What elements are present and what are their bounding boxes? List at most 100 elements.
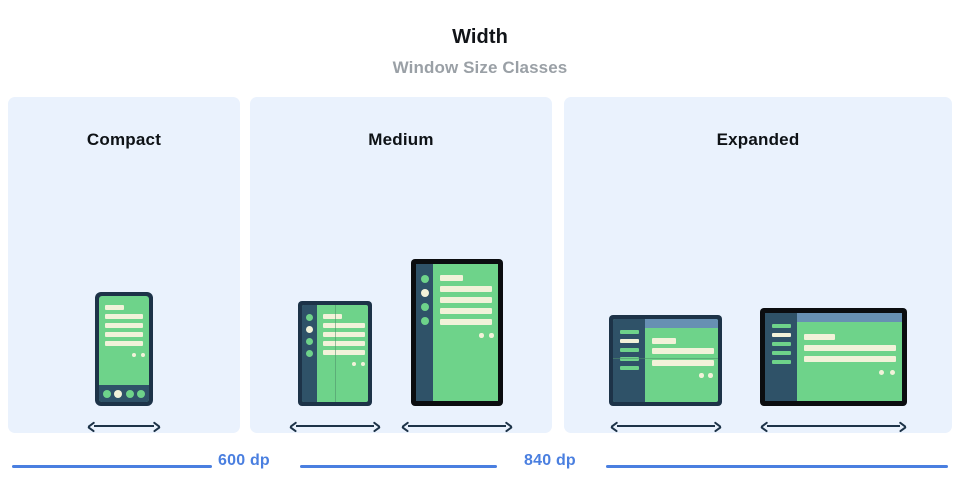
scale-segment-medium-left (300, 465, 497, 468)
content-line (105, 341, 143, 346)
content-line (105, 332, 143, 337)
foldable-screen (613, 319, 718, 402)
content-line (323, 350, 365, 355)
rail-item (306, 338, 313, 345)
device-stage-medium (250, 183, 552, 433)
rail-item (619, 366, 639, 370)
fab-dot (361, 362, 365, 366)
rail-item (771, 351, 791, 355)
page-subtitle: Window Size Classes (392, 58, 568, 77)
tablet-screen (416, 264, 498, 401)
panel-medium: Medium (250, 97, 552, 433)
phone-screen (99, 296, 149, 402)
device-foldable-landscape (609, 315, 722, 406)
rail-item-selected (420, 289, 429, 297)
content-line (440, 286, 492, 292)
rail-item (771, 324, 791, 328)
tablet-screen (765, 313, 902, 401)
top-app-bar (797, 313, 902, 322)
rail-item (420, 275, 429, 283)
content-line (804, 334, 835, 340)
rail-item (619, 357, 639, 361)
content-line (323, 314, 342, 319)
bottom-nav-item-selected (114, 389, 123, 398)
bottom-nav-item (125, 389, 134, 398)
panel-title-compact: Compact (86, 130, 162, 149)
width-arrow-foldable-landscape (611, 419, 721, 433)
device-group-tablet-landscape (760, 308, 907, 433)
content-line (323, 341, 365, 346)
navigation-rail (613, 319, 645, 402)
top-app-bar (645, 319, 718, 328)
fab-dot (890, 370, 895, 375)
page-title: Width (452, 26, 508, 48)
rail-item (306, 314, 313, 321)
fab-dot (132, 353, 136, 357)
width-arrow-compact (88, 419, 160, 433)
device-phone-portrait (95, 292, 153, 406)
navigation-rail (416, 264, 433, 401)
bottom-nav-item (102, 389, 111, 398)
content-line (323, 332, 365, 337)
device-group-foldable-portrait (290, 301, 380, 433)
rail-item (771, 360, 791, 364)
arrow-shaft (408, 425, 506, 427)
fab-dot (708, 373, 713, 378)
size-class-panels: Compact (0, 97, 960, 433)
panel-expanded: Expanded (564, 97, 952, 433)
rail-item-selected (619, 339, 639, 343)
rail-item-selected (771, 333, 791, 337)
arrow-shaft (296, 425, 374, 427)
fab-dot (699, 373, 704, 378)
fold-line-horizontal (613, 358, 718, 359)
fab-dot (879, 370, 884, 375)
device-group-foldable-landscape (609, 315, 722, 433)
content-line (105, 305, 124, 310)
content-line (105, 323, 143, 328)
content-line (652, 348, 714, 354)
breakpoint-label-600: 600 dp (218, 452, 270, 469)
content-line (804, 356, 896, 362)
bottom-navigation-bar (99, 385, 149, 402)
arrow-shaft (767, 425, 900, 427)
breakpoint-label-840: 840 dp (524, 452, 576, 469)
content-line (804, 345, 896, 351)
navigation-rail (765, 313, 797, 401)
device-group-tablet-portrait (402, 259, 512, 433)
foldable-screen (302, 305, 368, 402)
device-group-phone (88, 292, 160, 433)
device-foldable-portrait (298, 301, 372, 406)
device-tablet-landscape (760, 308, 907, 406)
content-line (440, 297, 492, 303)
arrow-shaft (94, 425, 154, 427)
breakpoint-scale: 600 dp 840 dp (0, 452, 960, 480)
panel-title-expanded: Expanded (716, 130, 800, 149)
rail-item (619, 348, 639, 352)
panel-title-medium: Medium (368, 130, 434, 149)
fab-dot (141, 353, 145, 357)
panel-compact: Compact (8, 97, 240, 433)
rail-item (420, 317, 429, 325)
scale-segment-compact (12, 465, 212, 468)
content-line (105, 314, 143, 319)
fab-dot (352, 362, 356, 366)
content-line (323, 323, 365, 328)
header: Width Window Size Classes (0, 0, 960, 78)
width-arrow-tablet-landscape (761, 419, 906, 433)
fab-dot (489, 333, 494, 338)
rail-item (420, 303, 429, 311)
arrow-shaft (616, 425, 715, 427)
content-line (440, 308, 492, 314)
content-line (652, 360, 714, 366)
fold-line-vertical (335, 305, 336, 402)
width-arrow-foldable-portrait (290, 419, 380, 433)
device-tablet-portrait (411, 259, 503, 406)
rail-item (771, 342, 791, 346)
bottom-nav-item (137, 389, 146, 398)
width-arrow-tablet-portrait (402, 419, 512, 433)
scale-segment-expanded (606, 465, 948, 468)
content-line (652, 338, 676, 344)
fab-dot (479, 333, 484, 338)
rail-item-selected (306, 326, 313, 333)
